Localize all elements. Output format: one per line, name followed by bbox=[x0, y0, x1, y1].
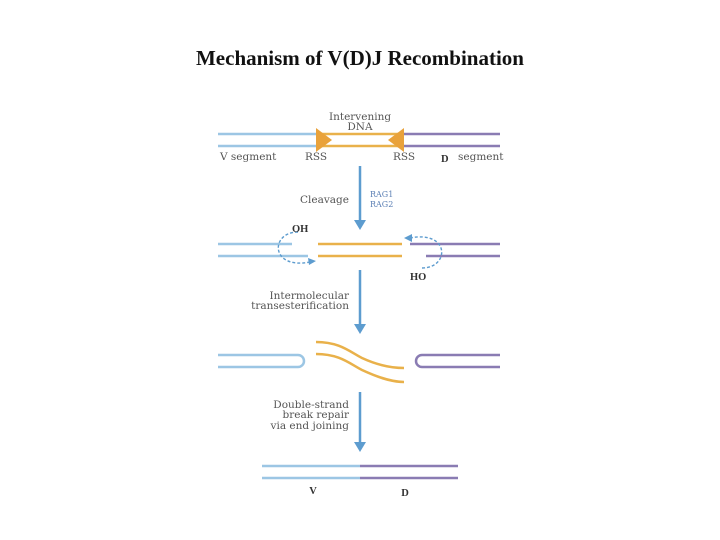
rss-left-triangle bbox=[316, 128, 332, 152]
oh-label: OH bbox=[292, 224, 308, 235]
intervening-strand-lower bbox=[315, 352, 405, 384]
page-title: Mechanism of V(D)J Recombination bbox=[195, 46, 524, 70]
arrow-end-joining bbox=[354, 392, 366, 452]
cleavage-label: Cleavage bbox=[300, 194, 349, 206]
v-hairpin bbox=[218, 353, 306, 369]
d-hairpin bbox=[414, 353, 500, 369]
rss-right-label: RSS bbox=[393, 151, 415, 163]
intervening-label-1: Intervening bbox=[329, 111, 391, 123]
rss-right-triangle bbox=[388, 128, 404, 152]
repair-label-3: via end joining bbox=[270, 420, 350, 432]
oh-attack-curve bbox=[277, 231, 311, 264]
stage-joined bbox=[262, 464, 458, 480]
v-final-label: V bbox=[309, 486, 317, 497]
rag2-label: RAG2 bbox=[370, 200, 393, 209]
stage-initial-dna bbox=[218, 128, 500, 152]
transester-label-2: transesterification bbox=[251, 300, 349, 312]
arrow-transesterification bbox=[354, 270, 366, 334]
oh-attack-arrowhead bbox=[308, 258, 316, 265]
v-segment-label: V segment bbox=[219, 151, 277, 163]
stage-cleaved bbox=[218, 231, 500, 269]
transester-label-1: Intermolecular bbox=[270, 290, 350, 302]
rss-left-label: RSS bbox=[305, 151, 327, 163]
repair-label-1: Double-strand bbox=[273, 399, 349, 411]
ho-attack-curve bbox=[409, 236, 443, 269]
d-final-label: D bbox=[401, 488, 409, 499]
arrow-cleavage bbox=[354, 166, 366, 230]
intervening-strand-upper bbox=[315, 340, 405, 370]
intervening-label-2: DNA bbox=[347, 121, 373, 133]
ho-label: HO bbox=[410, 272, 426, 283]
stage-hairpins bbox=[218, 340, 500, 384]
repair-label-2: break repair bbox=[282, 409, 349, 421]
d-letter-label: D bbox=[441, 154, 449, 165]
rag1-label: RAG1 bbox=[370, 190, 393, 199]
segment-word-label: segment bbox=[458, 151, 504, 163]
ho-attack-arrowhead bbox=[404, 234, 412, 242]
